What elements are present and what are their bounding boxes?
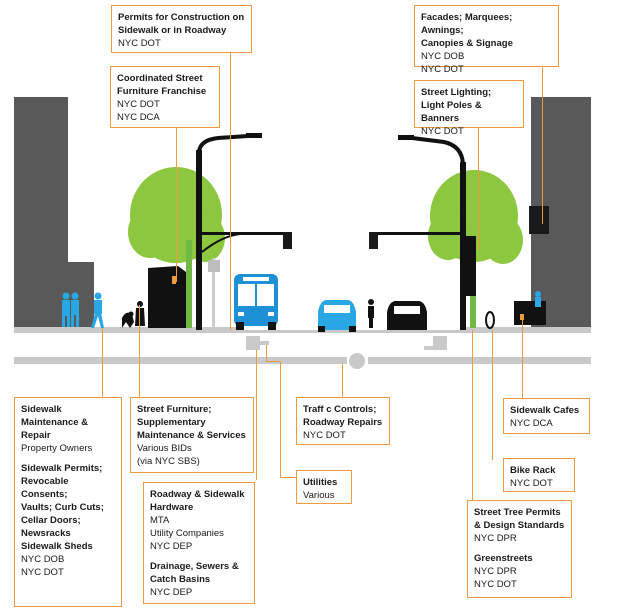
leader-line (542, 66, 544, 224)
leader-line (266, 345, 268, 361)
sidewalk-maintenance-title: Sidewalk Maintenance & Repair (21, 404, 89, 441)
street-furniture-title: Street Furniture; Supplementary Maintena… (137, 404, 246, 441)
bike-rack-agency: NYC DOT (510, 478, 553, 489)
leader-line (522, 318, 524, 400)
left-building-icon (14, 97, 94, 333)
bike-rack-box: Bike Rack NYC DOT (503, 458, 575, 492)
greenstreets-agency: NYC DPR NYC DOT (474, 566, 517, 590)
sidewalk-cafes-box: Sidewalk Cafes NYC DCA (503, 398, 590, 434)
drainage-agency: NYC DEP (150, 587, 193, 598)
street-furniture-franchise-box: Coordinated Street Furniture Franchise N… (110, 66, 220, 128)
manhole-icon (349, 353, 365, 369)
leader-line (472, 330, 474, 500)
right-street-light-icon (372, 135, 476, 330)
street-furniture-agency: Various BIDs (via NYC SBS) (137, 443, 200, 467)
drainage-title: Drainage, Sewers & Catch Basins (150, 561, 239, 585)
leader-line (176, 127, 178, 282)
right-building-icon (529, 97, 591, 333)
traffic-controls-title: Traff c Controls; Roadway Repairs (303, 404, 383, 428)
street-tree-box: Street Tree Permits & Design Standards N… (467, 500, 572, 598)
sidewalk-cafes-agency: NYC DCA (510, 418, 553, 429)
sidewalk-permits-title: Sidewalk Permits; Revocable Consents; Va… (21, 463, 104, 552)
bike-rack-title: Bike Rack (510, 465, 556, 476)
pedestrian-icon (62, 292, 104, 328)
pedestrian-with-dog-icon (122, 301, 145, 328)
catch-basin-icon (246, 336, 269, 350)
street-furniture-franchise-title: Coordinated Street Furniture Franchise (117, 73, 207, 97)
street-tree-title: Street Tree Permits & Design Standards (474, 507, 565, 531)
valve-icon (424, 336, 447, 350)
left-street-light-icon (196, 133, 286, 330)
utilities-agency: Various (303, 490, 335, 501)
utility-pipe-icon (14, 357, 347, 364)
leader-line (492, 330, 494, 460)
car-icon (318, 300, 356, 332)
greenstreets-title: Greenstreets (474, 553, 533, 564)
leader-line (102, 328, 104, 398)
sidewalk-permits-agency: NYC DOB NYC DOT (21, 554, 65, 578)
roadway-hardware-agency: MTA Utility Companies NYC DEP (150, 515, 224, 552)
street-tree-agency: NYC DPR (474, 533, 517, 544)
street-lighting-title: Street Lighting; Light Poles & Banners (421, 87, 492, 124)
traffic-signal-icon (283, 232, 292, 249)
utilities-title: Utilities (303, 477, 338, 488)
roadway-hardware-title: Roadway & Sidewalk Hardware (150, 489, 245, 513)
leader-line (280, 477, 296, 479)
leader-line (342, 364, 344, 398)
bus-icon (234, 274, 278, 330)
street-furniture-box: Street Furniture; Supplementary Maintena… (130, 397, 254, 473)
traffic-signal-icon (369, 232, 378, 249)
street-lighting-box: Street Lighting; Light Poles & Banners N… (414, 80, 524, 137)
roadway-hardware-box: Roadway & Sidewalk Hardware MTA Utility … (143, 482, 255, 604)
traffic-controls-box: Traff c Controls; Roadway Repairs NYC DO… (296, 397, 390, 445)
sidewalk-maintenance-agency: Property Owners (21, 443, 93, 454)
permits-construction-box: Permits for Construction on Sidewalk or … (111, 5, 252, 53)
bike-rack-icon (485, 311, 495, 329)
sidewalk-cafes-title: Sidewalk Cafes (510, 405, 580, 416)
traffic-controls-agency: NYC DOT (303, 430, 346, 441)
leader-line (256, 350, 258, 480)
permits-construction-title: Permits for Construction on Sidewalk or … (118, 12, 245, 36)
facades-agency: NYC DOB NYC DOT (421, 51, 465, 75)
leader-line (139, 305, 141, 398)
newsstand-icon (148, 266, 186, 328)
facades-title: Facades; Marquees; Awnings; Canopies & S… (421, 12, 513, 49)
left-sidewalk (14, 327, 236, 333)
facades-box: Facades; Marquees; Awnings; Canopies & S… (414, 5, 559, 75)
leader-line (280, 361, 282, 478)
bicycle-icon (368, 299, 374, 328)
sidewalk-maintenance-box: Sidewalk Maintenance & Repair Property O… (14, 397, 122, 607)
car-icon (387, 301, 427, 330)
parking-sign-icon (208, 258, 220, 330)
street-furniture-franchise-agency: NYC DOT NYC DCA (117, 99, 160, 123)
utilities-box: Utilities Various (296, 470, 352, 504)
leader-line (266, 361, 280, 363)
permits-construction-agency: NYC DOT (118, 38, 161, 49)
right-sidewalk (466, 327, 591, 333)
leader-line (230, 52, 232, 330)
leader-line (478, 126, 480, 250)
cafe-table-icon (514, 291, 546, 325)
street-lighting-agency: NYC DOT (421, 126, 464, 137)
